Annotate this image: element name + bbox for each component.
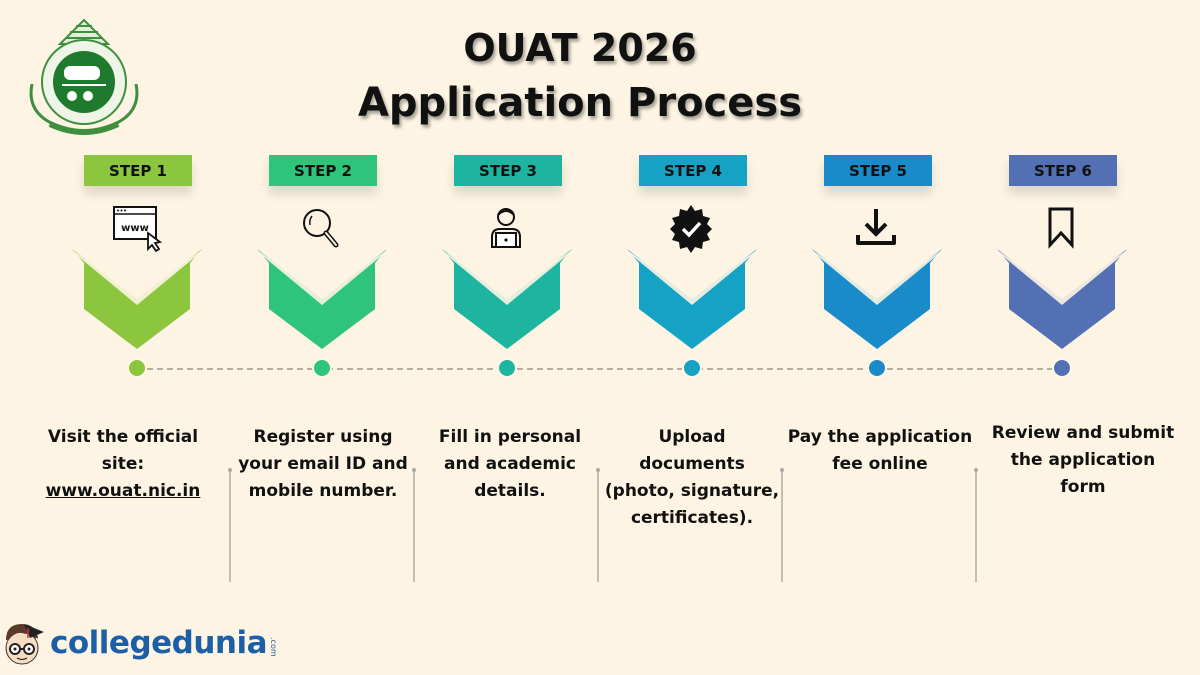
connector-line-1 — [228, 468, 232, 582]
step-1-description: Visit the official site: www.ouat.nic.in — [45, 427, 201, 501]
step-4-chevron — [617, 243, 767, 349]
page-title-line2: Application Process — [357, 80, 803, 126]
page-title-line1: OUAT 2026 — [463, 26, 697, 70]
www-browser-cursor-icon: www — [113, 206, 163, 253]
step-3-card: STEP 3 — [432, 155, 592, 355]
step-4-badge: STEP 4 — [639, 155, 747, 186]
step-3-dot — [497, 358, 517, 378]
connector-line-3 — [596, 468, 600, 582]
download-icon — [856, 209, 896, 245]
mascot-avatar-icon — [5, 624, 44, 665]
timeline-dashed-line — [137, 368, 1063, 370]
magnifier-search-icon — [303, 209, 339, 248]
step-5-dot — [867, 358, 887, 378]
person-laptop-icon — [491, 208, 521, 248]
step-6-description: Review and submit the application form — [991, 423, 1175, 497]
bookmark-icon — [1048, 207, 1074, 249]
step-5-chevron — [802, 243, 952, 349]
step-4-description: Upload documents (photo, signature, cert… — [604, 427, 780, 528]
step-1-dot — [127, 358, 147, 378]
ouat-website-link[interactable]: www.ouat.nic.in — [45, 481, 201, 501]
step-5-badge: STEP 5 — [824, 155, 932, 186]
step-1-card: STEP 1 www — [62, 155, 222, 355]
connector-line-5 — [974, 468, 978, 582]
step-3-chevron — [432, 243, 582, 349]
step-1-chevron — [62, 243, 212, 349]
step-2-dot — [312, 358, 332, 378]
step-4-dot — [682, 358, 702, 378]
step-2-card: STEP 2 — [247, 155, 407, 355]
connector-line-4 — [780, 468, 784, 582]
step-3-description: Fill in personal and academic details. — [438, 427, 582, 501]
step-5-description: Pay the application fee online — [787, 427, 973, 474]
ouat-logo — [29, 18, 139, 135]
step-6-dot — [1052, 358, 1072, 378]
step-1-badge: STEP 1 — [84, 155, 192, 186]
step-6-badge: STEP 6 — [1009, 155, 1117, 186]
step-4-card: STEP 4 — [617, 155, 777, 355]
step-2-description: Register using your email ID and mobile … — [238, 427, 408, 501]
svg-text:www: www — [121, 223, 149, 234]
collegedunia-brand: collegedunia .com — [0, 618, 278, 668]
brand-name: collegedunia — [50, 625, 268, 661]
verified-badge-check-icon — [670, 205, 712, 253]
step-6-chevron — [987, 243, 1137, 349]
step-2-chevron — [247, 243, 397, 349]
step-3-badge: STEP 3 — [454, 155, 562, 186]
brand-suffix: .com — [269, 637, 279, 657]
step-6-card: STEP 6 — [987, 155, 1147, 355]
step-5-card: STEP 5 — [802, 155, 962, 355]
connector-line-2 — [412, 468, 416, 582]
step-2-badge: STEP 2 — [269, 155, 377, 186]
